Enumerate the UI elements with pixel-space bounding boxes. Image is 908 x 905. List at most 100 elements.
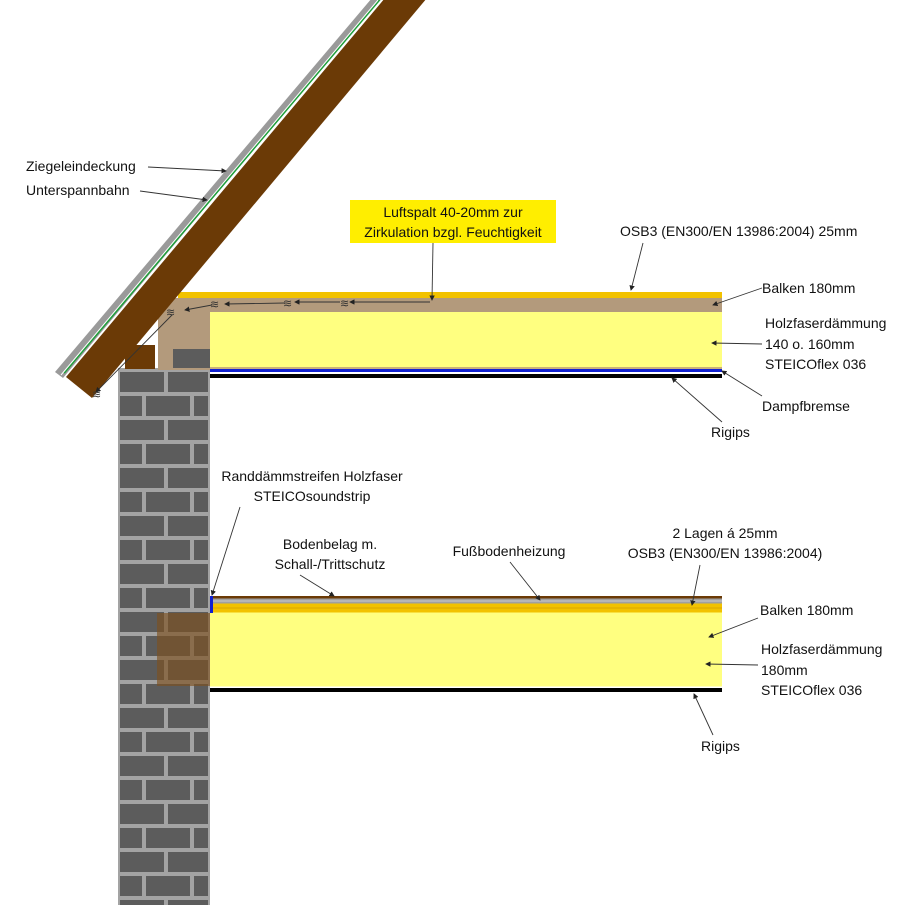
vapor-retarder-backing [210,367,722,369]
brick [146,540,190,560]
drywall-bottom [210,688,722,692]
wind-icon: ≋ [210,298,219,311]
brick [146,780,190,800]
brick [194,492,208,512]
brick [120,564,164,584]
label-luftspalt-1: Luftspalt 40-20mm zur [383,204,523,220]
brick [194,588,208,608]
brick [194,684,208,704]
brick [120,804,164,824]
label-ziegeleindeckung: Ziegeleindeckung [26,158,136,174]
airflow-path: ≋ ≋ ≋ ≋ ≋ [92,297,430,401]
brick [168,852,208,872]
brick [120,540,142,560]
label-osb-top: OSB3 (EN300/EN 13986:2004) 25mm [620,223,857,239]
brick [146,876,190,896]
edge-insulation-strip [210,596,213,613]
top-brick [173,349,210,368]
brick [168,468,208,488]
brick [120,756,164,776]
label-daemmung-bottom-2: 180mm [761,662,808,678]
brick [146,396,190,416]
drywall-top [210,374,722,378]
leader-lines [139,166,763,736]
brick [168,708,208,728]
brick [146,732,190,752]
brick [120,516,164,536]
brown-overlay [157,613,210,686]
brick [120,900,164,905]
label-osb-bottom-1: 2 Lagen á 25mm [672,525,777,541]
label-rigips-bottom: Rigips [701,738,740,754]
label-unterspannbahn: Unterspannbahn [26,182,130,198]
osb-top-layer [178,292,722,298]
wind-icon: ≋ [166,306,175,319]
brick [168,564,208,584]
brick [146,588,190,608]
brick [194,732,208,752]
roof [55,0,426,398]
brick [146,828,190,848]
label-daemmung-top-1: Holzfaserdämmung [765,315,886,331]
brick [120,852,164,872]
brick [120,732,142,752]
wind-icon: ≋ [340,297,349,310]
brick [194,876,208,896]
label-balken-bottom: Balken 180mm [760,602,853,618]
brick [168,372,208,392]
label-daemmung-bottom-1: Holzfaserdämmung [761,641,882,657]
underlay-membrane [63,0,381,374]
brick [120,444,142,464]
insulation-bottom [210,612,722,687]
label-bodenbelag-1: Bodenbelag m. [283,536,377,552]
brick [120,396,142,416]
floor-covering [210,596,722,599]
brick [120,372,164,392]
label-osb-bottom-2: OSB3 (EN300/EN 13986:2004) [628,545,823,561]
brick [194,828,208,848]
rafter [66,0,426,398]
brick [146,684,190,704]
brick [194,444,208,464]
label-dampfbremse: Dampfbremse [762,398,850,414]
brick [120,876,142,896]
label-daemmung-top-3: STEICOflex 036 [765,356,866,372]
label-fussbodenheizung: Fußbodenheizung [453,543,566,559]
brick [120,492,142,512]
brick [120,684,142,704]
brick [146,444,190,464]
brick [168,804,208,824]
label-randdaemmstreifen-2: STEICOsoundstrip [254,488,371,504]
brick [120,588,142,608]
brick [146,492,190,512]
brick-wall [118,368,210,905]
label-luftspalt-2: Zirkulation bzgl. Feuchtigkeit [364,224,542,240]
brick [120,708,164,728]
insulation-top [210,312,722,368]
brick [120,612,164,632]
vapor-retarder [210,369,722,372]
brick [168,900,208,905]
brick [168,756,208,776]
label-randdaemmstreifen-1: Randdämmstreifen Holzfaser [221,468,403,484]
brick [194,780,208,800]
wind-icon: ≋ [92,388,101,401]
brick [120,468,164,488]
label-daemmung-bottom-3: STEICOflex 036 [761,682,862,698]
brick [120,660,164,680]
brick [168,420,208,440]
label-rigips-top: Rigips [711,424,750,440]
upper-ceiling-assembly [175,292,722,378]
brick [168,516,208,536]
air-gap-callout-box [350,200,556,243]
label-bodenbelag-2: Schall-/Trittschutz [275,556,386,572]
brick [120,780,142,800]
brick [120,636,142,656]
brick [120,420,164,440]
label-balken-top: Balken 180mm [762,280,855,296]
brick [194,540,208,560]
brick [194,396,208,416]
floor-assembly [157,596,722,692]
brick [120,828,142,848]
